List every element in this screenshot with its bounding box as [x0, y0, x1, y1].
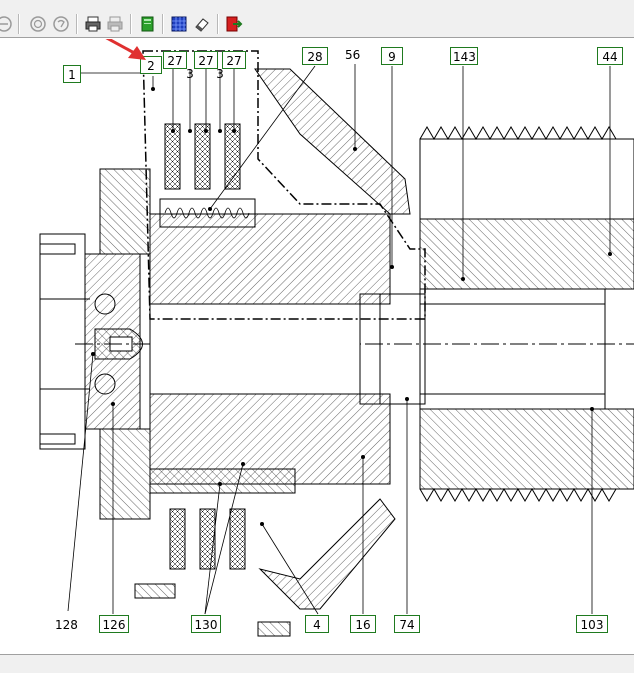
callout-27c[interactable]: 27	[222, 51, 246, 69]
callout-130[interactable]: 130	[191, 615, 221, 633]
technical-drawing	[39, 50, 634, 637]
status-bar	[0, 654, 634, 673]
callout-56[interactable]: 56	[345, 48, 361, 62]
zoom-out-icon	[0, 16, 12, 32]
toolbar-separator	[130, 14, 132, 34]
toolbar-separator	[18, 14, 20, 34]
callout-128[interactable]: 128	[55, 618, 78, 632]
clutch-assembly-boundary	[142, 50, 426, 320]
bolts	[39, 243, 291, 637]
print-icon	[85, 16, 101, 32]
print-button[interactable]	[83, 14, 103, 34]
callout-1[interactable]: 1	[63, 65, 81, 83]
conical-cover	[254, 68, 411, 610]
callout-16[interactable]: 16	[350, 615, 376, 633]
red-arrow-annotation	[105, 39, 146, 60]
callout-27b[interactable]: 27	[194, 51, 218, 69]
callout-3a[interactable]: 3	[186, 67, 194, 81]
drawing-canvas[interactable]: 1 2 27 3 27 3 27 28 9 143 44 126 130 4 1…	[0, 39, 634, 654]
zoom-reset-icon	[53, 16, 69, 32]
print-preview-icon	[107, 16, 123, 32]
blue-grid-button[interactable]	[169, 14, 189, 34]
callout-4[interactable]: 4	[305, 615, 329, 633]
toolbar-separator	[162, 14, 164, 34]
leader-dots	[91, 87, 612, 526]
callout-3b[interactable]: 3	[216, 67, 224, 81]
clutch-pack-top	[159, 123, 256, 228]
callout-9[interactable]: 9	[381, 47, 403, 65]
blue-grid-icon	[171, 16, 187, 32]
leader-lines	[67, 64, 611, 615]
toolbar	[0, 0, 634, 38]
eraser-button[interactable]	[192, 14, 212, 34]
callout-27a[interactable]: 27	[163, 51, 187, 69]
clutch-pack-bottom	[149, 468, 296, 570]
callout-103[interactable]: 103	[576, 615, 608, 633]
toolbar-separator	[217, 14, 219, 34]
export-icon	[226, 16, 243, 32]
callout-44[interactable]: 44	[597, 47, 623, 65]
callout-28[interactable]: 28	[302, 47, 328, 65]
print-preview-button[interactable]	[105, 14, 125, 34]
callout-126[interactable]: 126	[99, 615, 129, 633]
callout-74[interactable]: 74	[394, 615, 420, 633]
red-arrow-shaft	[105, 39, 139, 57]
green-book-icon	[141, 16, 154, 32]
red-arrow-head-icon	[128, 46, 146, 60]
callout-143[interactable]: 143	[450, 47, 478, 65]
green-book-button[interactable]	[138, 14, 158, 34]
zoom-in-icon	[30, 16, 46, 32]
zoom-out-button[interactable]	[0, 14, 14, 34]
export-button[interactable]	[224, 14, 244, 34]
callout-2[interactable]: 2	[140, 56, 162, 74]
zoom-in-button[interactable]	[28, 14, 48, 34]
left-flange	[39, 168, 151, 520]
eraser-icon	[195, 18, 209, 32]
pulley	[419, 126, 634, 502]
zoom-reset-button[interactable]	[51, 14, 71, 34]
toolbar-separator	[76, 14, 78, 34]
